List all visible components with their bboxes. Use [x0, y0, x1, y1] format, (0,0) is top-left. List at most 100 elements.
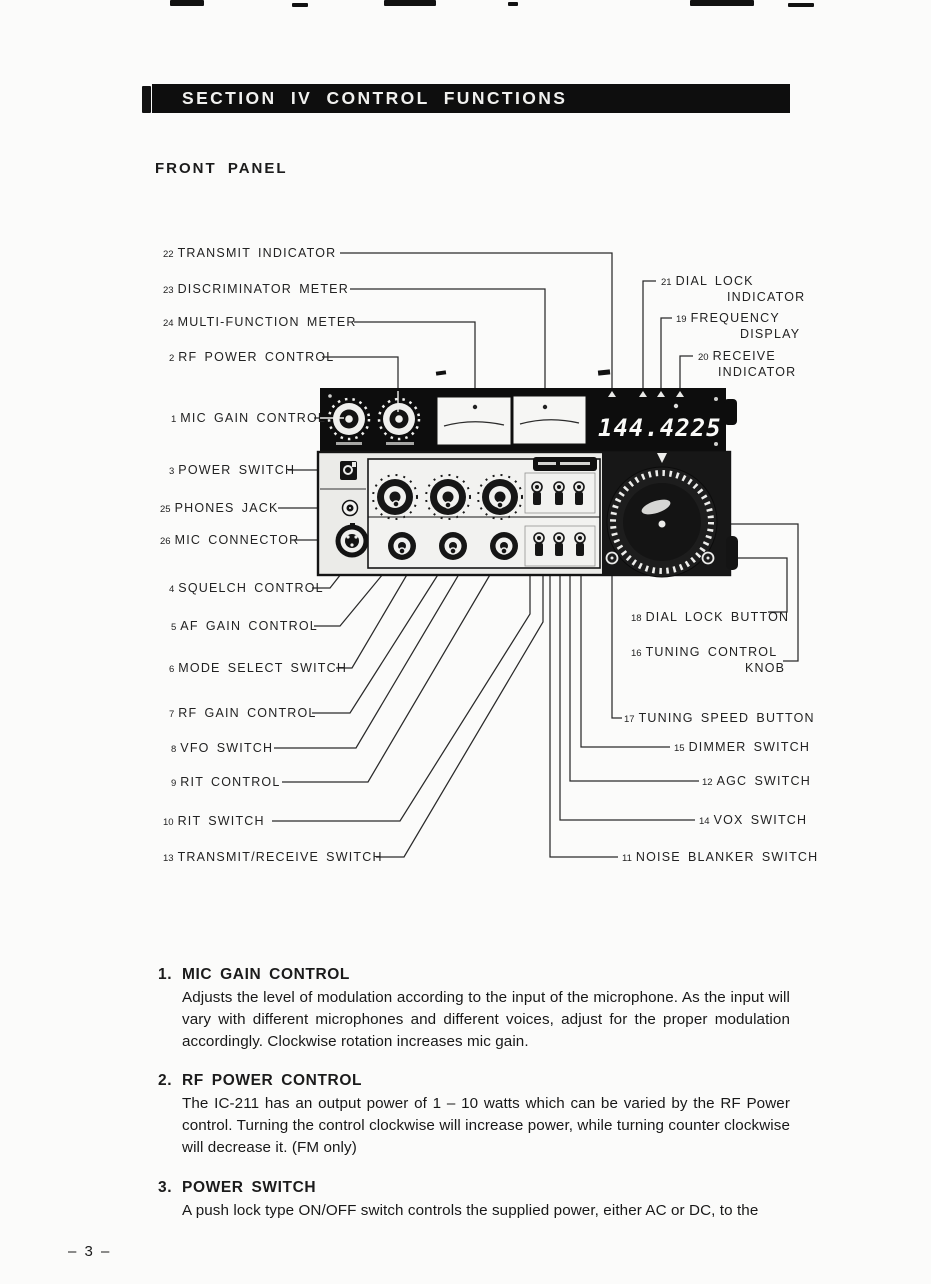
control-knobs-top-row: [372, 474, 523, 520]
scan-smudge: [508, 2, 518, 6]
callout-number: 20: [698, 352, 709, 363]
callout-number: 7: [169, 709, 175, 720]
callout-label: AF GAIN CONTROL: [180, 619, 318, 633]
callout-label: MULTI-FUNCTION METER: [177, 315, 357, 329]
callout-label: TRANSMIT/RECEIVE SWITCH: [177, 850, 383, 864]
svg-text:144.4225: 144.4225: [598, 414, 722, 442]
callout-label: POWER SWITCH: [178, 463, 296, 477]
callout-label: RF POWER CONTROL: [178, 350, 335, 364]
callout-number: 21: [661, 277, 672, 288]
scan-smudge: [690, 0, 754, 6]
phones-jack: [341, 499, 359, 517]
front-panel-figure: 144.4225: [272, 252, 799, 858]
callout-label: DIMMER SWITCH: [688, 740, 811, 754]
section-heading: 2. RF POWER CONTROL: [158, 1072, 792, 1090]
callout-number: 5: [171, 622, 177, 633]
section-title: SECTION IV CONTROL FUNCTIONS: [182, 88, 568, 108]
callout-number: 3: [169, 466, 175, 477]
callout-label: PHONES JACK: [174, 501, 279, 515]
callout-number: 15: [674, 743, 685, 754]
callout-number: 4: [169, 584, 175, 595]
callout-label: INDICATOR: [718, 365, 797, 379]
callout-label: VOX SWITCH: [713, 813, 808, 827]
callout-number: 8: [171, 744, 177, 755]
callout-number: 10: [163, 817, 174, 828]
power-switch: [340, 461, 357, 480]
section-body: The IC-211 has an output power of 1 – 10…: [182, 1095, 790, 1156]
callout-number: 13: [163, 853, 174, 864]
section-title: POWER SWITCH: [182, 1179, 317, 1196]
leader-lines: [272, 252, 799, 858]
callout-label: SQUELCH CONTROL: [178, 581, 324, 595]
callout-label: NOISE BLANKER SWITCH: [635, 850, 819, 864]
tuning-dial: [602, 452, 738, 578]
toggle-switches: [531, 481, 586, 556]
callout-number: 6: [169, 664, 175, 675]
callout-label: AGC SWITCH: [716, 774, 811, 788]
section-heading: 3. POWER SWITCH: [158, 1179, 792, 1197]
section-3-power-switch: 3. POWER SWITCH A push lock type ON/OFF …: [158, 1179, 792, 1222]
callout-label: DIAL LOCK: [675, 274, 754, 288]
mic-gain-knob: [327, 397, 371, 445]
mic-connector: [335, 523, 369, 558]
callout-label: DISPLAY: [740, 327, 801, 341]
callout-label: VFO SWITCH: [180, 741, 274, 755]
section-title: RF POWER CONTROL: [182, 1072, 363, 1089]
callout-number: 26: [160, 536, 171, 547]
callout-label: TUNING CONTROL: [645, 645, 778, 659]
section-title: MIC GAIN CONTROL: [182, 966, 351, 983]
section-heading: 1. MIC GAIN CONTROL: [158, 966, 792, 984]
callout-number: 12: [702, 777, 713, 788]
multi-function-meter: [436, 396, 512, 446]
callout-number: 23: [163, 285, 174, 296]
callout-label: MIC CONNECTOR: [174, 533, 300, 547]
scan-smudge: [170, 0, 204, 6]
callout-label: RIT CONTROL: [180, 775, 281, 789]
callout-label: RIT SWITCH: [177, 814, 265, 828]
section-2-rf-power-control: 2. RF POWER CONTROL The IC-211 has an ou…: [158, 1072, 792, 1158]
section-number: 3.: [158, 1179, 173, 1196]
section-1-mic-gain-control: 1. MIC GAIN CONTROL Adjusts the level of…: [158, 966, 792, 1052]
callout-label: MODE SELECT SWITCH: [178, 661, 348, 675]
section-number: 1.: [158, 966, 173, 983]
callout-label: DISCRIMINATOR METER: [177, 282, 349, 296]
control-knobs-bottom-row: [388, 532, 518, 560]
section-number: 2.: [158, 1072, 173, 1089]
section-header-banner: SECTION IV CONTROL FUNCTIONS: [152, 84, 790, 113]
callout-number: 22: [163, 249, 174, 260]
scan-smudge: [788, 3, 814, 7]
callout-number: 16: [631, 648, 642, 659]
rf-power-knob: [377, 397, 421, 445]
callout-label: TRANSMIT INDICATOR: [177, 246, 337, 260]
callout-number: 17: [624, 714, 635, 725]
scan-smudge: [292, 3, 308, 7]
frequency-display: 144.4225: [598, 391, 722, 442]
callout-label: FREQUENCY: [690, 311, 780, 325]
callout-label: RF GAIN CONTROL: [178, 706, 317, 720]
callout-label: MIC GAIN CONTROL: [180, 411, 327, 425]
section-body: A push lock type ON/OFF switch controls …: [182, 1202, 759, 1219]
